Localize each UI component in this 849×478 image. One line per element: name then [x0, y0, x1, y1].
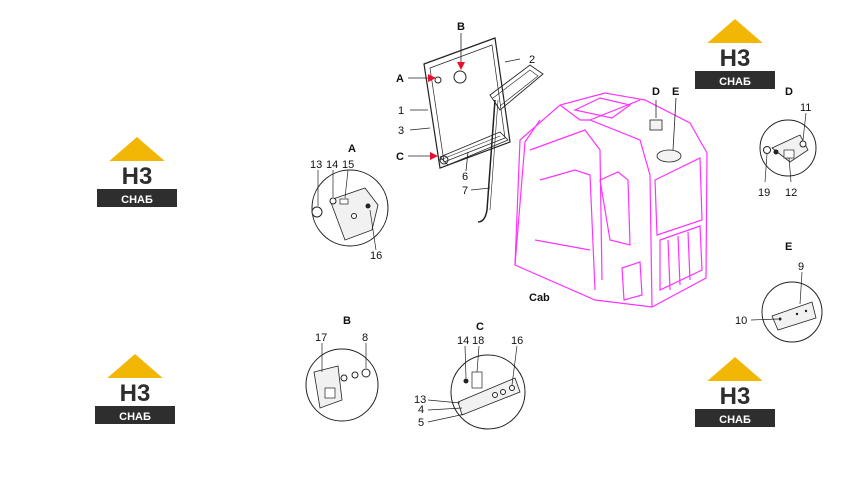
- detail-letter-d-cab: D: [652, 86, 660, 98]
- part-number-16-c: 16: [511, 335, 523, 347]
- part-number-7: 7: [462, 185, 468, 197]
- detail-letter-b-top: B: [457, 21, 465, 33]
- part-number-16-a: 16: [370, 250, 382, 262]
- detail-d: [759, 112, 817, 183]
- logo-letters: H3: [120, 380, 151, 407]
- logo-letters: H3: [122, 163, 153, 190]
- logo-letters: H3: [720, 45, 751, 72]
- detail-title-d: D: [785, 86, 793, 98]
- cab-outline: [514, 92, 708, 308]
- watermark-logo-top-right: H3 СНАБ: [695, 19, 775, 89]
- logo-word: СНАБ: [119, 411, 151, 423]
- part-number-6: 6: [462, 171, 468, 183]
- part-number-15: 15: [342, 159, 354, 171]
- cab-detail-marks: [649, 97, 682, 163]
- logo-word: СНАБ: [121, 194, 153, 206]
- detail-title-b: B: [343, 315, 351, 327]
- part-number-5: 5: [418, 417, 424, 429]
- detail-title-a: A: [348, 143, 356, 155]
- part-number-17: 17: [315, 332, 327, 344]
- logo-letters: H3: [720, 383, 751, 410]
- detail-b: [305, 343, 379, 422]
- detail-letter-c-top: C: [396, 151, 404, 163]
- watermark-logo-bottom-left: H3 СНАБ: [95, 354, 175, 424]
- part-number-2: 2: [529, 54, 535, 66]
- part-number-19: 19: [758, 187, 770, 199]
- diagram-labels: Cab B A C D E A D E B C 2 1 3 6 7 13 14 …: [310, 21, 811, 429]
- detail-title-c: C: [476, 321, 484, 333]
- red-arrows: [428, 62, 465, 160]
- part-number-13-c: 13: [414, 394, 426, 406]
- logo-word: СНАБ: [719, 414, 751, 426]
- part-number-8: 8: [362, 332, 368, 344]
- part-number-18: 18: [472, 335, 484, 347]
- part-number-12: 12: [785, 187, 797, 199]
- detail-letter-e-cab: E: [672, 86, 679, 98]
- part-number-14-c: 14: [457, 335, 469, 347]
- part-number-4: 4: [418, 404, 424, 416]
- window-assembly: [423, 37, 544, 223]
- part-number-9: 9: [798, 261, 804, 273]
- part-number-13-a: 13: [310, 159, 322, 171]
- detail-title-e: E: [785, 241, 792, 253]
- watermark-logo-left: H3 СНАБ: [97, 137, 177, 207]
- part-number-1: 1: [398, 105, 404, 117]
- part-number-14-a: 14: [326, 159, 338, 171]
- part-number-10: 10: [735, 315, 747, 327]
- detail-letter-a-top: A: [396, 73, 404, 85]
- part-number-3: 3: [398, 125, 404, 137]
- window-leaders: [408, 33, 521, 191]
- detail-a: [311, 169, 389, 251]
- detail-e: [750, 271, 823, 343]
- detail-c: [427, 345, 526, 430]
- logo-word: СНАБ: [719, 76, 751, 88]
- cab-label: Cab: [529, 292, 550, 304]
- part-number-11: 11: [800, 102, 811, 114]
- watermark-logo-bottom-right: H3 СНАБ: [695, 357, 775, 427]
